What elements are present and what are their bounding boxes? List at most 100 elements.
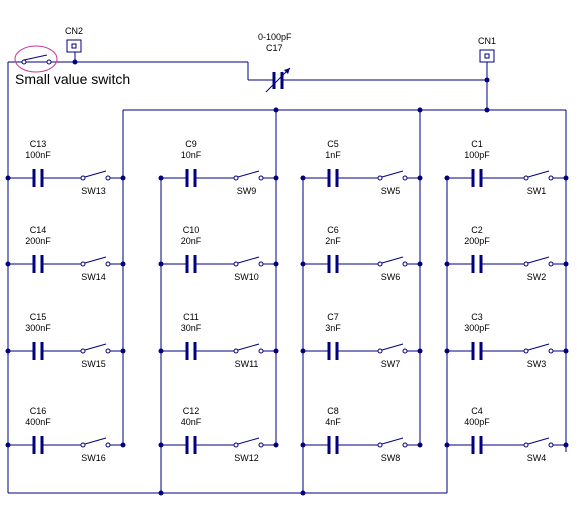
junction-dot bbox=[273, 348, 279, 354]
junction-dot bbox=[417, 348, 423, 354]
capacitor-ref: C4 bbox=[471, 406, 483, 416]
variable-capacitor-c17: 0-100pF C17 bbox=[258, 32, 292, 93]
junction-dot bbox=[300, 261, 306, 267]
capacitor-ref: C9 bbox=[185, 139, 197, 149]
junction-dot bbox=[563, 261, 569, 267]
junction-dot bbox=[158, 348, 164, 354]
switch-symbol bbox=[233, 256, 264, 267]
capacitor-symbol bbox=[185, 342, 197, 360]
capacitor-symbol bbox=[32, 436, 44, 454]
capacitor-ref: C12 bbox=[183, 406, 200, 416]
junction-dot bbox=[120, 348, 126, 354]
switch-ref: SW2 bbox=[527, 272, 547, 282]
c17-value: 0-100pF bbox=[258, 32, 292, 42]
switch-ref: SW7 bbox=[381, 359, 401, 369]
junction-dot bbox=[158, 261, 164, 267]
capacitor-symbol bbox=[471, 255, 483, 273]
capacitor-ref: C16 bbox=[30, 406, 47, 416]
switch-symbol bbox=[377, 256, 408, 267]
switch-ref: SW16 bbox=[81, 453, 106, 463]
cn2-label: CN2 bbox=[65, 26, 83, 36]
cn1-label: CN1 bbox=[478, 36, 496, 46]
switch-ref: SW12 bbox=[234, 453, 259, 463]
junction-dot bbox=[563, 348, 569, 354]
switch-symbol bbox=[233, 343, 264, 354]
junction-dot bbox=[300, 442, 306, 448]
top-wiring bbox=[7, 52, 567, 494]
capacitor-value: 200pF bbox=[464, 236, 490, 246]
capacitor-symbol bbox=[185, 169, 197, 187]
capacitor-value: 3nF bbox=[325, 323, 341, 333]
switch-symbol bbox=[523, 170, 554, 181]
capacitor-value: 300nF bbox=[25, 323, 51, 333]
capacitor-value: 200nF bbox=[25, 236, 51, 246]
capacitor-ref: C5 bbox=[327, 139, 339, 149]
capacitor-ref: C2 bbox=[471, 225, 483, 235]
capacitor-ref: C14 bbox=[30, 225, 47, 235]
switch-symbol bbox=[523, 256, 554, 267]
capacitor-ref: C13 bbox=[30, 139, 47, 149]
junction-dot bbox=[417, 175, 423, 181]
junction-dot bbox=[120, 261, 126, 267]
capacitor-symbol bbox=[327, 342, 339, 360]
capacitor-ref: C1 bbox=[471, 139, 483, 149]
capacitor-symbol bbox=[327, 436, 339, 454]
switch-symbol bbox=[80, 437, 111, 448]
capacitor-value: 300pF bbox=[464, 323, 490, 333]
junction-dot bbox=[5, 175, 11, 181]
junction-dot bbox=[417, 442, 423, 448]
capacitor-value: 20nF bbox=[181, 236, 202, 246]
small-value-switch bbox=[14, 45, 58, 73]
junction-dot bbox=[273, 442, 279, 448]
junction-dot bbox=[5, 348, 11, 354]
capacitor-value: 4nF bbox=[325, 417, 341, 427]
switch-ref: SW1 bbox=[527, 186, 547, 196]
capacitor-ref: C3 bbox=[471, 312, 483, 322]
capacitor-symbol bbox=[32, 342, 44, 360]
switch-ref: SW6 bbox=[381, 272, 401, 282]
junction-dot bbox=[444, 442, 450, 448]
switch-ref: SW5 bbox=[381, 186, 401, 196]
capacitor-ref: C6 bbox=[327, 225, 339, 235]
connector-cn2: CN2 bbox=[65, 26, 83, 65]
switch-ref: SW11 bbox=[235, 359, 259, 369]
capacitor-value: 100nF bbox=[25, 150, 51, 160]
capacitor-ref: C15 bbox=[30, 312, 47, 322]
junction-dot bbox=[273, 175, 279, 181]
capacitor-symbol bbox=[327, 255, 339, 273]
capacitor-value: 40nF bbox=[181, 417, 202, 427]
capacitor-symbol bbox=[185, 436, 197, 454]
capacitor-ref: C7 bbox=[327, 312, 339, 322]
switch-symbol bbox=[377, 437, 408, 448]
switch-symbol bbox=[80, 256, 111, 267]
capacitor-value: 2nF bbox=[325, 236, 341, 246]
capacitor-branches: C13100nFSW13C14200nFSW14C15300nFSW15C164… bbox=[5, 139, 569, 463]
junction-dot bbox=[563, 442, 569, 448]
switch-symbol bbox=[377, 170, 408, 181]
highlight-circle bbox=[14, 45, 58, 73]
junction-dot bbox=[563, 175, 569, 181]
switch-ref: SW14 bbox=[81, 272, 106, 282]
capacitor-value: 30nF bbox=[181, 323, 202, 333]
capacitor-symbol bbox=[327, 169, 339, 187]
junction-dot bbox=[5, 261, 11, 267]
capacitor-symbol bbox=[471, 436, 483, 454]
switch-ref: SW13 bbox=[81, 186, 106, 196]
junction-dot bbox=[444, 348, 450, 354]
switch-ref: SW3 bbox=[527, 359, 547, 369]
junction-dot bbox=[300, 175, 306, 181]
annotation-text: Small value switch bbox=[15, 71, 130, 87]
junction-dot bbox=[417, 261, 423, 267]
capacitor-value: 100pF bbox=[464, 150, 490, 160]
capacitor-ref: C8 bbox=[327, 406, 339, 416]
capacitor-value: 400nF bbox=[25, 417, 51, 427]
